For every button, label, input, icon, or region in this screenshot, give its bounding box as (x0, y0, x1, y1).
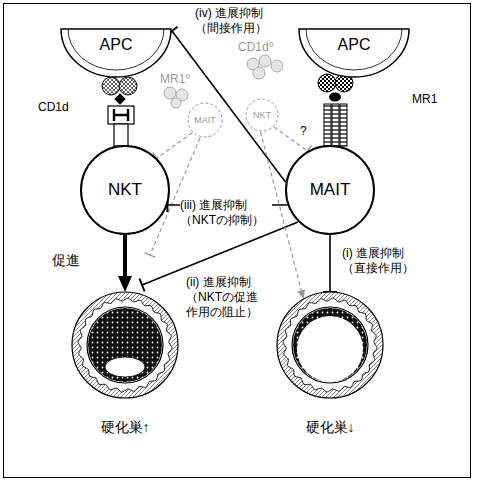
node-label: MAIT (194, 115, 216, 126)
empty-cd1d-cluster (247, 55, 283, 79)
illustration-part (259, 55, 271, 67)
frame-border (4, 4, 471, 478)
illustration-part (145, 253, 156, 258)
illustration-part (139, 279, 144, 292)
node-label: MAIT (310, 180, 351, 200)
node-label: 硬化巣↑ (101, 419, 150, 436)
illustration-part (114, 109, 128, 121)
absent-nkt-cell: NKT (245, 98, 279, 132)
illustration-part (277, 292, 383, 398)
molecule-name: CD1d⁰ (238, 40, 274, 55)
apc-cell: APC (298, 28, 410, 78)
node-label: 硬化巣↓ (306, 419, 355, 436)
illustration-part (306, 29, 402, 70)
illustration-part (246, 99, 278, 131)
illustration-part (340, 104, 347, 146)
illustration-part (105, 357, 145, 377)
illustration-part (188, 103, 222, 137)
illustration-part (332, 104, 339, 146)
molecule-name: MR1⁰ (160, 72, 190, 87)
edge-label: (i) 進展抑制 （直接作用） (342, 246, 422, 276)
artery-section: 硬化巣↓ (274, 290, 386, 440)
illustration-part (253, 67, 265, 79)
illustration-part (324, 104, 331, 146)
illustration-part (164, 87, 176, 99)
apc-cell: APC (60, 28, 172, 78)
illustration-part (72, 292, 178, 398)
illustration-part (318, 74, 336, 92)
illustration-part (61, 29, 171, 77)
illustration-part (114, 93, 125, 104)
cd1d-complex (102, 77, 137, 146)
illustration-part (88, 308, 162, 382)
edge-label: (iv) 進展抑制 （間接作用） (195, 6, 277, 36)
illustration-part (102, 77, 120, 95)
node-label: NKT (108, 180, 142, 200)
illustration-part (277, 292, 383, 398)
illustration-part (286, 146, 374, 234)
node-label: APC (338, 35, 371, 54)
illustration-part (108, 106, 134, 124)
mait-cell: MAIT (285, 145, 375, 235)
ghost-inhibition-line (157, 133, 192, 158)
edge-label: ? (300, 124, 307, 138)
illustration-part (299, 29, 409, 77)
vessel-outline (274, 290, 386, 440)
edge-label: 促進 (52, 252, 80, 269)
illustration-part (87, 307, 163, 383)
molecule-name: CD1d (38, 100, 69, 115)
artery-section: 硬化巣↑ (69, 290, 181, 440)
illustration-part (297, 316, 363, 382)
edge-label: (iii) 進展抑制 （NKTの抑制） (180, 198, 272, 228)
pathway-note: (ii) 進展抑制 （NKTの促進 作用の阻止） (186, 275, 264, 320)
absent-mait-cell: MAIT (187, 102, 223, 138)
illustration-part (81, 146, 169, 234)
inhibition-line (172, 31, 286, 182)
illustration-part (271, 60, 283, 72)
illustration-part (293, 308, 367, 382)
vessel-outline (69, 290, 181, 440)
empty-mr1-cluster (164, 87, 188, 108)
node-label: APC (100, 35, 133, 54)
illustration-part (292, 307, 368, 383)
promotion-arrow (123, 235, 127, 282)
illustration-part (68, 29, 164, 70)
inhibition-line (329, 235, 331, 292)
mr1-complex (318, 74, 353, 146)
illustration-part (119, 77, 137, 95)
illustration-part (329, 93, 341, 102)
node-label: NKT (253, 110, 271, 121)
nkt-cell: NKT (80, 145, 170, 235)
illustration-part (171, 98, 181, 108)
illustration-part (283, 298, 377, 392)
molecule-name: MR1 (412, 92, 437, 107)
illustration-part (72, 292, 178, 398)
illustration-part (114, 124, 128, 146)
illustration-part (78, 298, 172, 392)
